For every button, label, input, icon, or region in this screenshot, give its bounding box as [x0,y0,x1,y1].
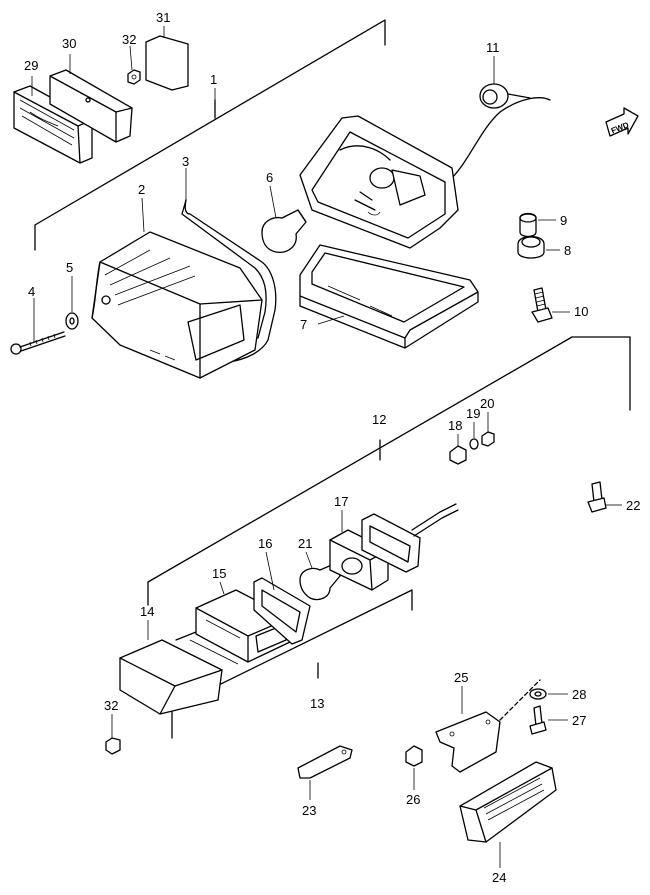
callout-28: 28 [572,687,586,702]
callout-1: 1 [210,72,217,87]
stay-leader-dash [499,679,541,721]
callout-11: 11 [486,40,500,55]
callout-15: 15 [212,566,226,581]
callout-10: 10 [574,304,588,319]
bulb-socket-part [329,503,459,591]
grommet-part [479,83,531,109]
callout-32-bottom: 32 [104,698,118,713]
washer-part-28 [529,688,547,700]
top-assembly-bracket [34,19,386,251]
nut-part-26 [405,745,423,767]
nut-part-bottom [105,737,121,755]
callout-21: 21 [298,536,312,551]
callout-31: 31 [156,10,170,25]
callout-12: 12 [372,412,386,427]
callout-2: 2 [138,182,145,197]
callout-9: 9 [560,213,567,228]
callout-16: 16 [258,536,272,551]
lens-gasket-part [181,199,277,363]
screw-part [10,331,66,355]
callout-17: 17 [334,494,348,509]
callout-20: 20 [480,396,494,411]
callout-32-top: 32 [122,32,136,47]
callout-4: 4 [28,284,35,299]
housing-gasket-part [253,577,311,645]
callout-23: 23 [302,803,316,818]
bolt-part-top [531,287,553,323]
lamp-base-housing [299,97,551,249]
callout-labels: 29 30 32 31 1 11 3 2 6 9 8 4 5 10 7 12 1… [24,10,640,885]
nut-part-top [127,69,141,85]
washer-part-19 [469,438,479,450]
callout-14: 14 [140,604,154,619]
callout-30: 30 [62,36,76,51]
leader-lines [31,26,622,868]
callout-6: 6 [266,170,273,185]
bracket-part-23 [297,745,353,779]
callout-8: 8 [564,243,571,258]
collar-part [519,212,537,238]
bottom-assembly-bracket [147,336,631,739]
callout-26: 26 [406,792,420,807]
tape-part [145,35,189,91]
callout-7: 7 [300,317,307,332]
washer-part [65,312,79,330]
callout-3: 3 [182,154,189,169]
callout-13: 13 [310,696,324,711]
callout-18: 18 [448,418,462,433]
callout-29: 29 [24,58,38,73]
reflector-lens-part [13,85,93,164]
pad-part [49,69,133,143]
callout-19: 19 [466,406,480,421]
nut-part-18 [449,445,467,465]
forward-direction-arrow: FWD [605,107,639,137]
nut-part-20 [481,431,495,447]
callout-27: 27 [572,713,586,728]
stay-part [435,711,501,773]
callout-22: 22 [626,498,640,513]
tail-lamp-lens-part [91,231,263,379]
rear-reflector-part [459,761,557,843]
bolt-part-22 [587,481,607,513]
bulb-part-bottom [299,563,341,601]
callout-25: 25 [454,670,468,685]
cushion-part [517,235,545,259]
bulb-part-top [261,209,307,253]
screw-part-27 [529,705,547,735]
base-gasket-part [299,244,479,349]
callout-5: 5 [66,260,73,275]
callout-24: 24 [492,870,506,885]
